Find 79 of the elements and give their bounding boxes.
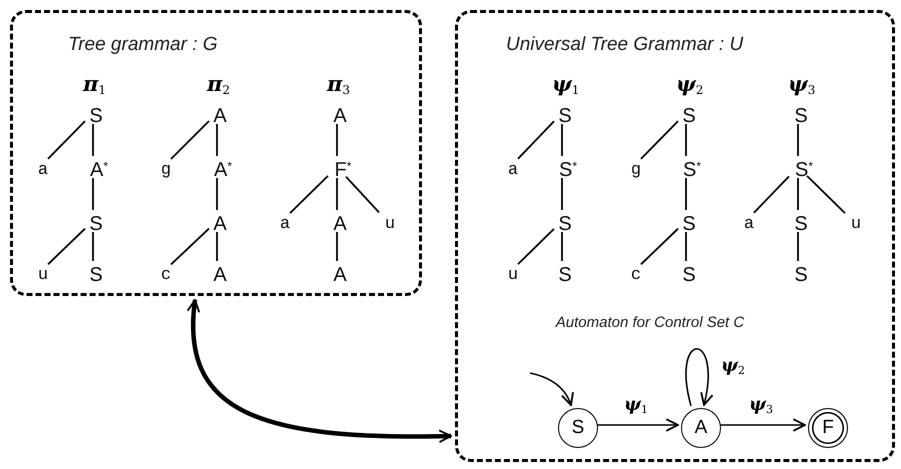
production-name: ψ$_{3}$: [788, 73, 816, 94]
tree-node-symbol: A$^{*}$: [81, 158, 111, 182]
tree-node-symbol: S$^{*}$: [786, 158, 816, 182]
production-name: π$_{1}$: [83, 73, 106, 94]
tree-node-symbol: S$^{*}$: [674, 158, 704, 182]
tree-node-symbol: S: [790, 263, 812, 287]
terminal-symbol: u: [845, 212, 867, 236]
terminal-symbol: a: [32, 158, 54, 182]
tree-branch-line: [216, 178, 218, 210]
transition-arrow: [685, 348, 713, 406]
tree-branch-line: [92, 124, 94, 156]
dashed-panel: [10, 10, 422, 296]
tree-node-symbol: A: [209, 104, 231, 128]
terminal-symbol: a: [738, 212, 760, 236]
terminal-symbol: u: [379, 212, 401, 236]
tree-branch-line: [561, 178, 563, 210]
production-name: ψ$_{1}$: [552, 73, 580, 94]
tree-branch-line: [289, 175, 329, 214]
tree-node-symbol: S: [554, 104, 576, 128]
tree-node-symbol: S$^{*}$: [550, 158, 580, 182]
tree-node-symbol: A: [329, 263, 351, 287]
terminal-symbol: c: [625, 263, 647, 287]
tree-branch-line: [753, 176, 790, 214]
tree-branch-line: [336, 124, 338, 156]
double-arrow: [187, 299, 452, 443]
tree-branch-line: [685, 124, 687, 156]
tree-branch-line: [47, 228, 86, 265]
tree-branch-line: [336, 178, 338, 210]
tree-node-symbol: S: [554, 212, 576, 236]
tree-branch-line: [685, 232, 687, 261]
tree-node-symbol: A: [329, 212, 351, 236]
tree-node-symbol: S: [790, 104, 812, 128]
tree-node-symbol: A: [329, 104, 351, 128]
tree-branch-line: [640, 228, 679, 265]
panel-heading: Tree grammar : G: [68, 35, 218, 54]
tree-branch-line: [345, 176, 380, 213]
tree-branch-line: [216, 232, 218, 261]
production-name: π$_{2}$: [207, 73, 230, 94]
tree-branch-line: [170, 228, 210, 266]
tree-node-symbol: S: [85, 263, 107, 287]
tree-node-symbol: S: [678, 263, 700, 287]
terminal-symbol: u: [502, 263, 524, 287]
terminal-symbol: a: [502, 158, 524, 182]
tree-branch-line: [92, 178, 94, 210]
tree-branch-line: [561, 232, 563, 261]
tree-branch-line: [640, 120, 679, 160]
tree-branch-line: [47, 120, 86, 160]
tree-node-symbol: F$^{*}$: [325, 158, 355, 182]
tree-branch-line: [561, 124, 563, 156]
tree-branch-line: [216, 124, 218, 156]
tree-branch-line: [92, 232, 94, 261]
tree-branch-line: [797, 178, 799, 210]
terminal-symbol: g: [155, 158, 177, 182]
tree-branch-line: [170, 120, 210, 160]
transition-arrow: [530, 372, 574, 406]
tree-node-symbol: A: [209, 263, 231, 287]
tree-branch-line: [797, 124, 799, 156]
tree-node-symbol: A: [209, 212, 231, 236]
tree-node-symbol: S: [554, 263, 576, 287]
tree-node-symbol: A$^{*}$: [205, 158, 235, 182]
panel-heading: Universal Tree Grammar : U: [506, 35, 744, 54]
terminal-symbol: u: [32, 263, 54, 287]
section-caption: Automaton for Control Set C: [556, 315, 744, 330]
tree-node-symbol: S: [790, 212, 812, 236]
tree-node-symbol: S: [678, 212, 700, 236]
tree-node-symbol: S: [85, 212, 107, 236]
production-name: π$_{3}$: [327, 73, 350, 94]
tree-node-symbol: S: [85, 104, 107, 128]
tree-branch-line: [336, 232, 338, 261]
tree-branch-line: [517, 120, 555, 160]
terminal-symbol: a: [274, 212, 296, 236]
terminal-symbol: c: [155, 263, 177, 287]
tree-node-symbol: S: [678, 104, 700, 128]
tree-branch-line: [517, 228, 555, 265]
tree-branch-line: [806, 175, 846, 214]
tree-branch-line: [797, 232, 799, 261]
terminal-symbol: g: [625, 158, 647, 182]
tree-branch-line: [685, 178, 687, 210]
production-name: ψ$_{2}$: [676, 73, 704, 94]
